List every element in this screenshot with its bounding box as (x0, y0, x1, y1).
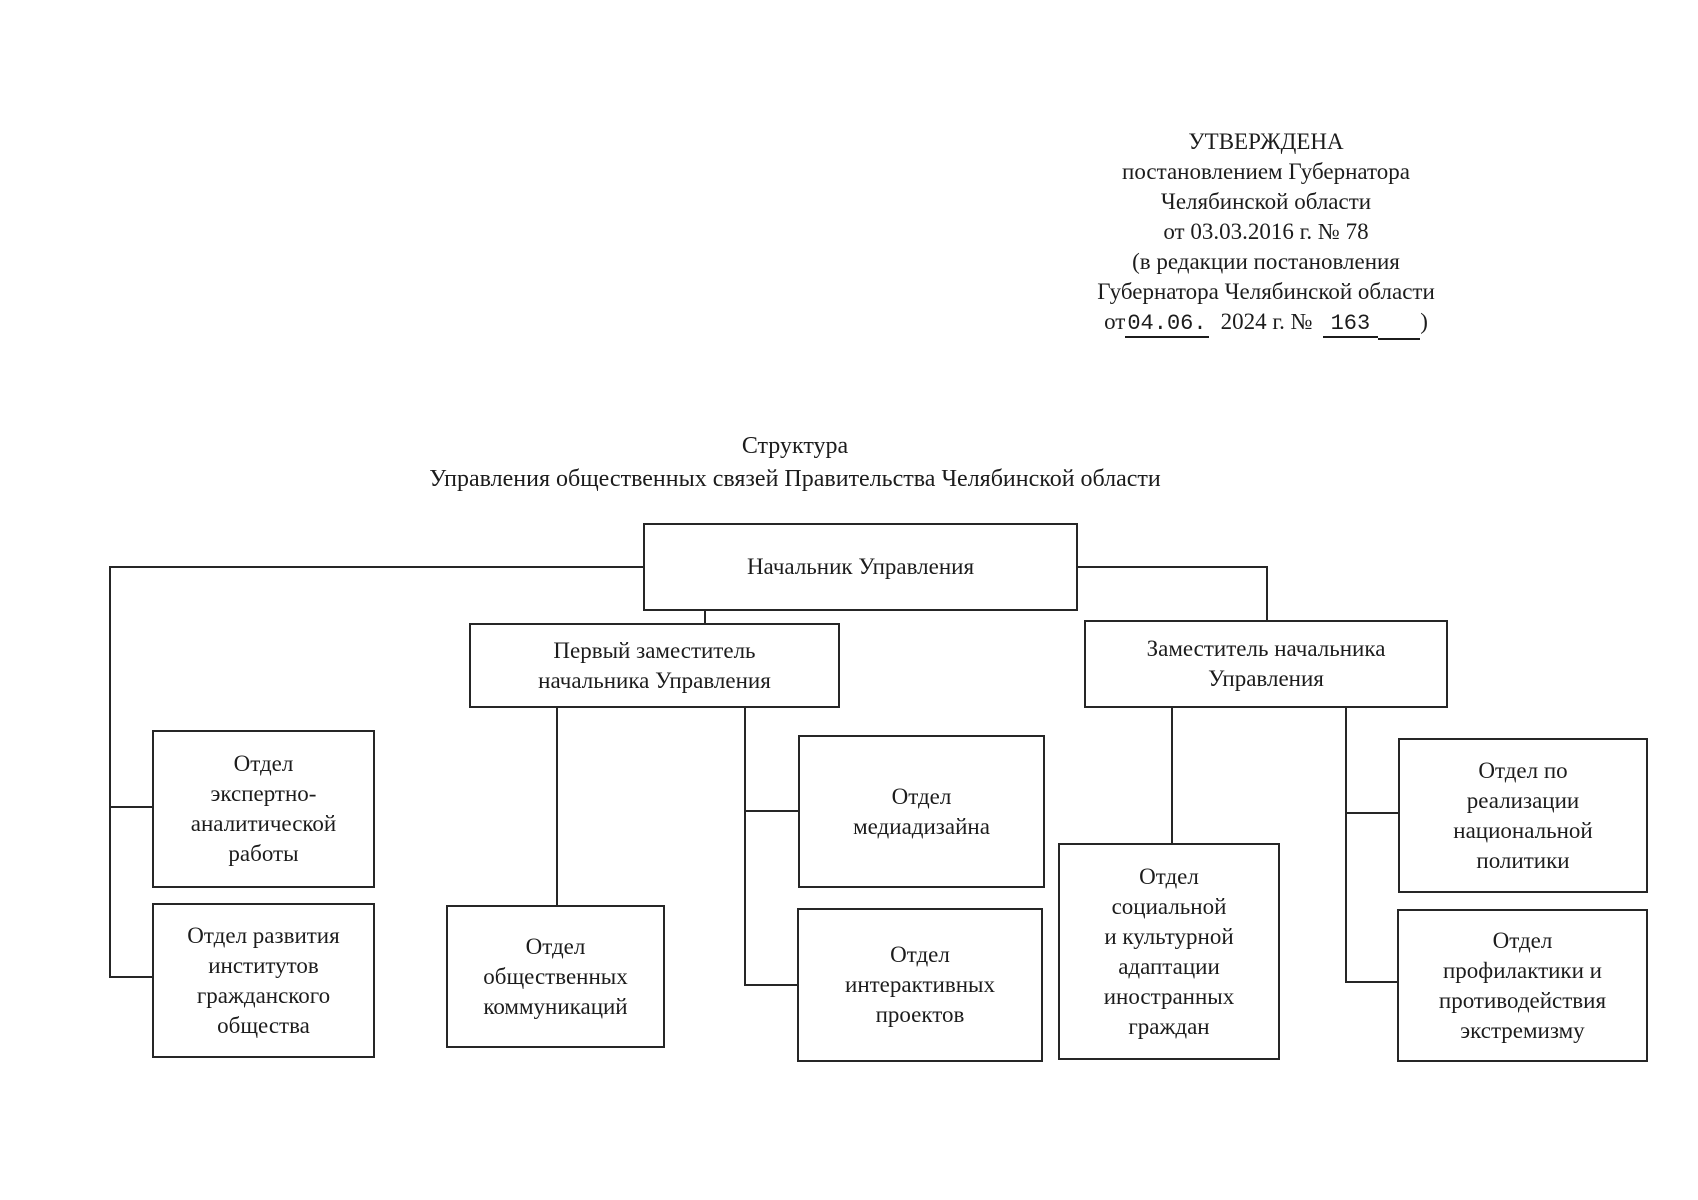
amendment-blank-underline (1378, 316, 1421, 340)
connector-line (110, 566, 643, 568)
org-box-public-communications: Отдел общественных коммуникаций (446, 905, 665, 1048)
approval-line-governor: Губернатора Челябинской области (1097, 279, 1435, 304)
amendment-suffix: ) (1420, 309, 1428, 334)
connector-line (556, 708, 558, 905)
org-box-interactive-projects: Отдел интерактивных проектов (797, 908, 1043, 1062)
amendment-prefix: от (1104, 309, 1126, 334)
approval-line-approved: УТВЕРЖДЕНА (1188, 129, 1344, 154)
org-box-national-policy: Отдел по реализации национальной политик… (1398, 738, 1648, 893)
connector-line (1345, 708, 1347, 983)
approval-line-revision: (в редакции постановления (1132, 249, 1400, 274)
org-box-head: Начальник Управления (643, 523, 1078, 611)
approval-line-date-number: от 03.03.2016 г. № 78 (1163, 219, 1369, 244)
title-line-department: Управления общественных связей Правитель… (429, 466, 1161, 492)
org-box-deputy: Заместитель начальника Управления (1084, 620, 1448, 708)
connector-line (1347, 981, 1397, 983)
approval-amendment-line: от04.06. 2024 г. № 163) (1060, 307, 1472, 340)
connector-line (1266, 566, 1268, 620)
org-box-social-adaptation: Отдел социальной и культурной адаптации … (1058, 843, 1280, 1060)
amendment-middle: 2024 г. № (1220, 309, 1313, 334)
approval-line-resolution: постановлением Губернатора (1122, 159, 1410, 184)
approval-line-region: Челябинской области (1160, 189, 1372, 214)
org-box-civil-society: Отдел развития институтов гражданского о… (152, 903, 375, 1058)
org-box-expert-analytical: Отдел экспертно- аналитической работы (152, 730, 375, 888)
amendment-date-handtyped: 04.06. (1125, 311, 1209, 338)
connector-line (1171, 708, 1173, 843)
connector-line (704, 611, 706, 623)
connector-line (1347, 812, 1398, 814)
connector-line (111, 806, 152, 808)
org-box-extremism-prevention: Отдел профилактики и противодействия экс… (1397, 909, 1648, 1062)
connector-line (744, 708, 746, 986)
title-line-structure: Структура (741, 433, 849, 459)
connector-line (109, 566, 111, 978)
connector-line (746, 810, 798, 812)
connector-line (1078, 566, 1268, 568)
document-title: Структура Управления общественных связей… (340, 430, 1250, 496)
org-box-first-deputy: Первый заместитель начальника Управления (469, 623, 840, 708)
connector-line (111, 976, 152, 978)
connector-line (746, 984, 797, 986)
org-box-media-design: Отдел медиадизайна (798, 735, 1045, 888)
amendment-number-handtyped: 163 (1322, 311, 1379, 338)
approval-block: УТВЕРЖДЕНА постановлением Губернатора Че… (1060, 127, 1472, 340)
